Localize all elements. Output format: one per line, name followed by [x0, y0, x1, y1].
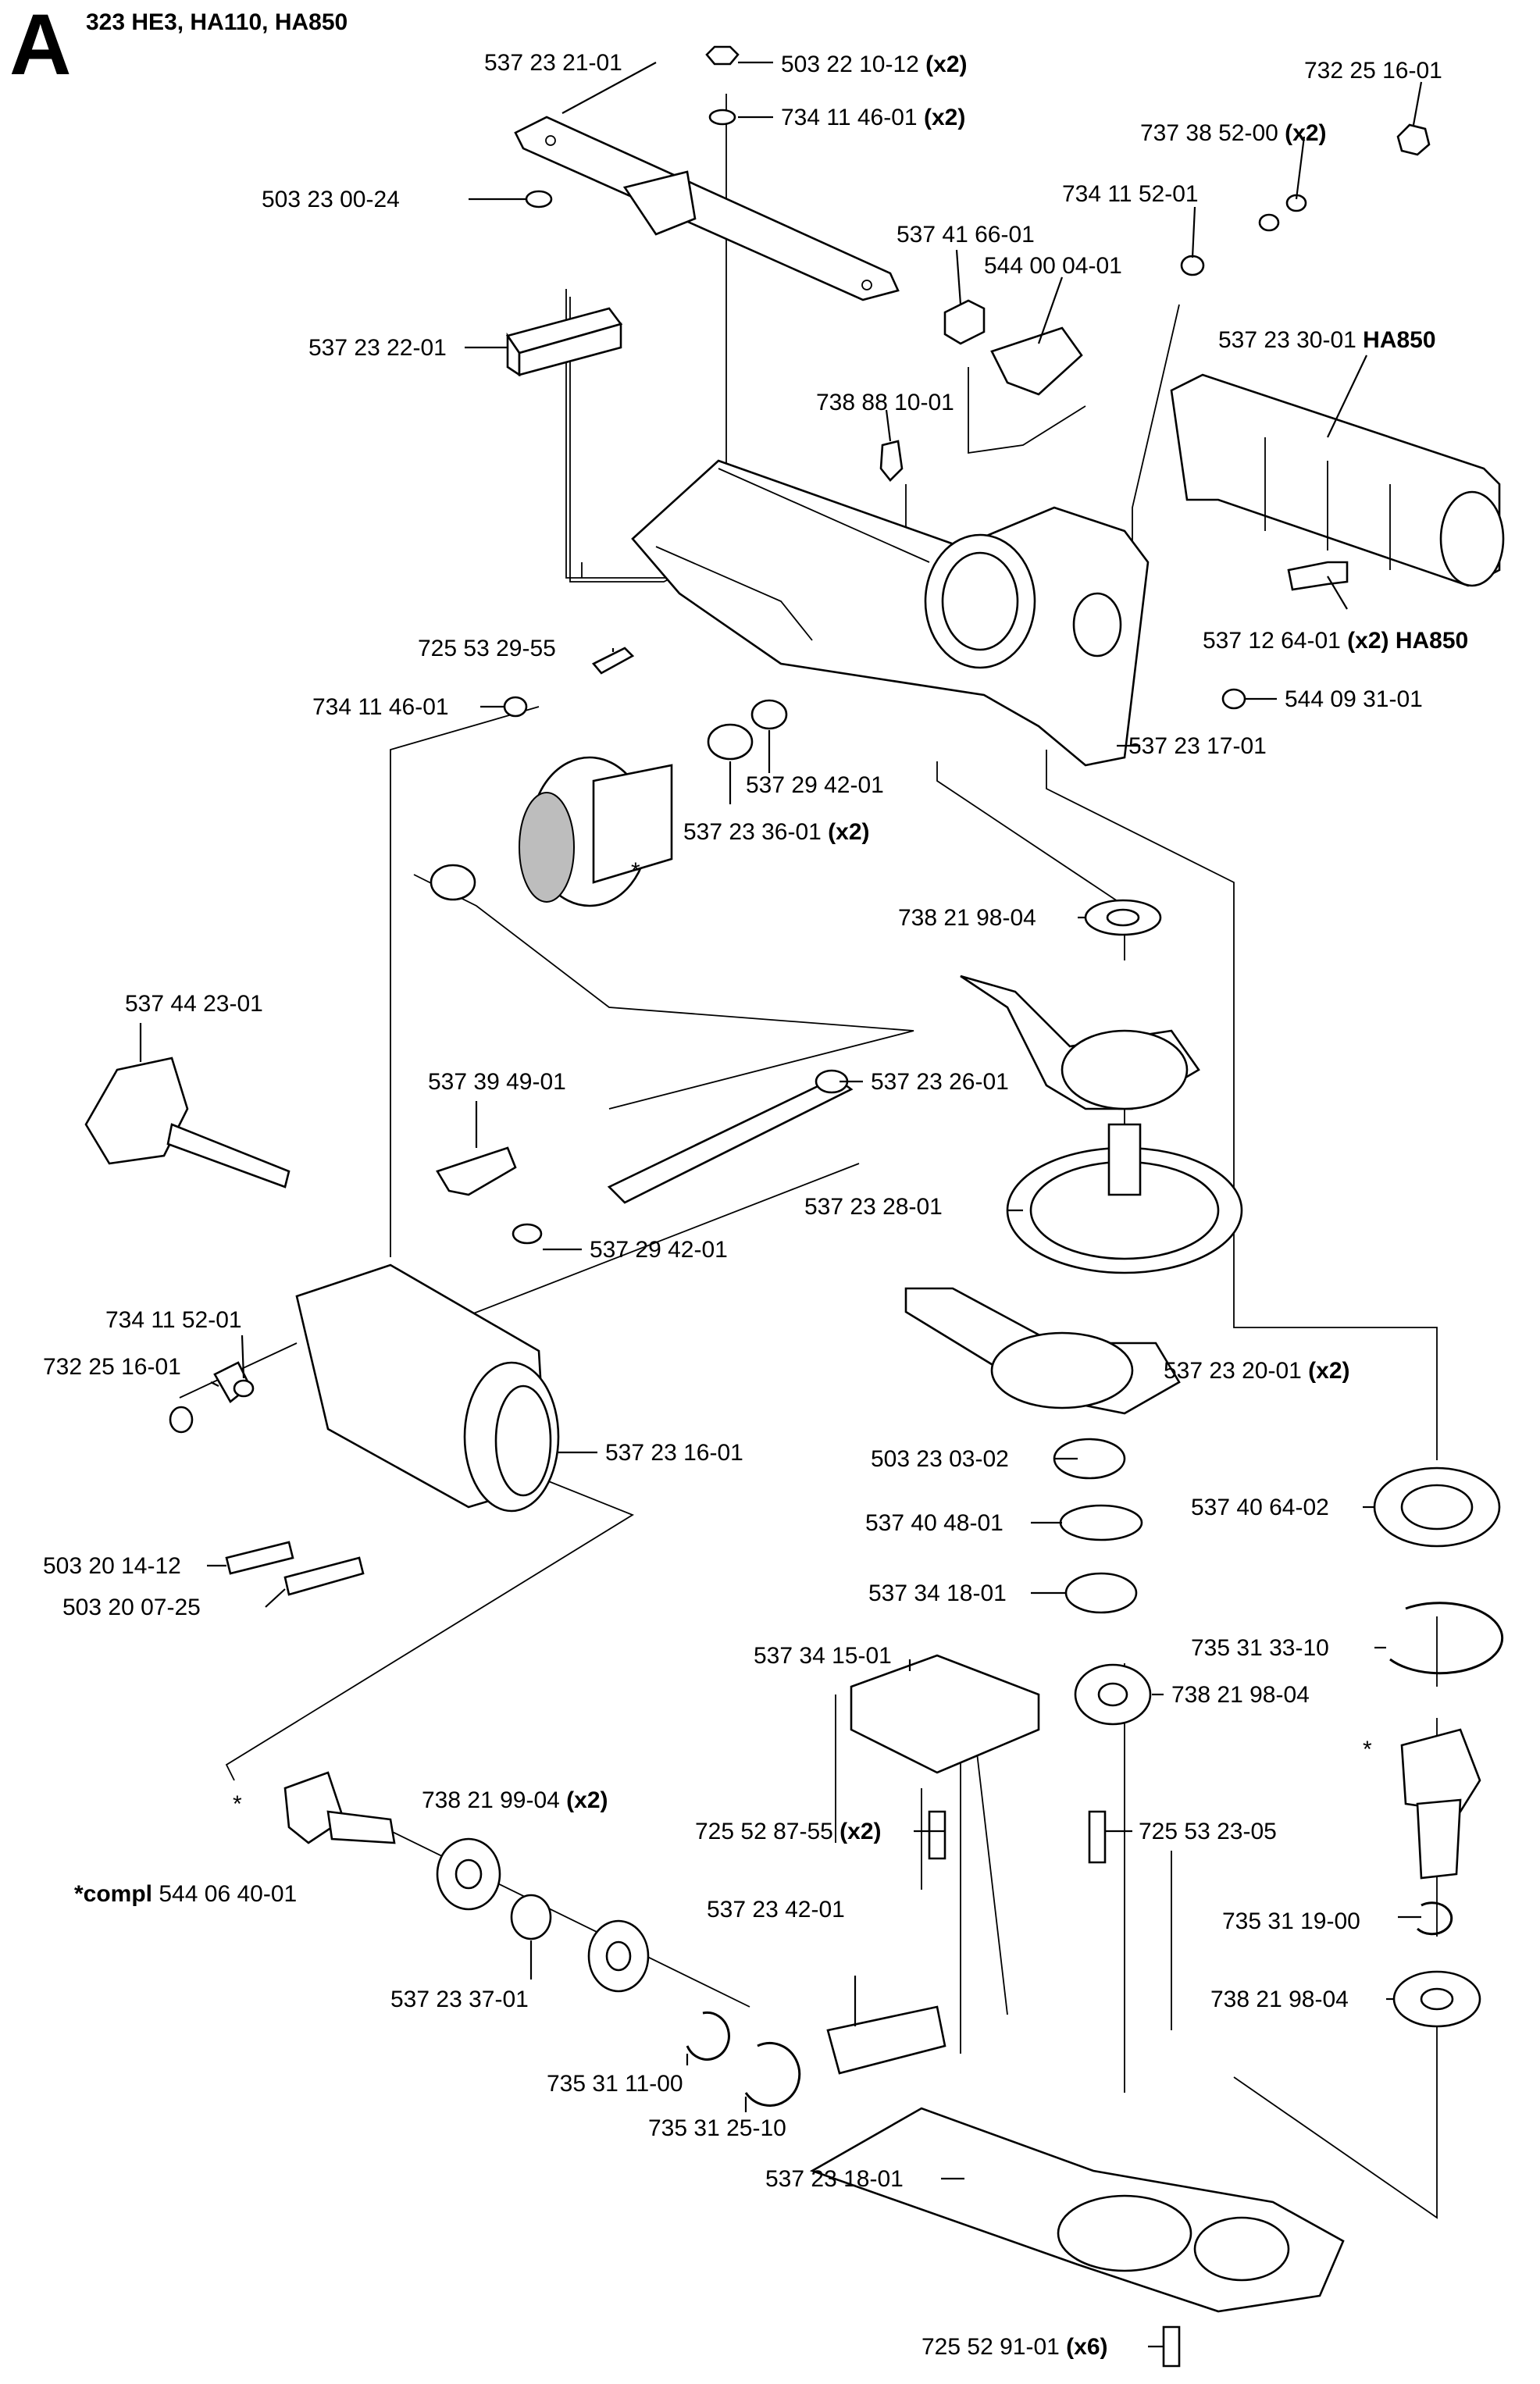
- label-738-88-10-01: 738 88 10-01: [816, 390, 954, 415]
- label-537-23-42-01: 537 23 42-01: [707, 1897, 845, 1923]
- label-503-20-07-25: 503 20 07-25: [62, 1595, 201, 1620]
- label-537-23-17-01: 537 23 17-01: [1128, 733, 1267, 759]
- label-537-23-22-01: 537 23 22-01: [308, 335, 447, 361]
- handle-drawing: [1170, 373, 1501, 587]
- asterisk-bevel-gear: *: [631, 858, 640, 884]
- label-725-53-29-55: 725 53 29-55: [418, 636, 556, 661]
- label-725-53-23-05: 725 53 23-05: [1139, 1819, 1277, 1844]
- label-537-34-15-01: 537 34 15-01: [754, 1643, 892, 1669]
- label-735-31-33-10: 735 31 33-10: [1191, 1635, 1329, 1661]
- circlip-735-31-33-drawing: [1389, 1602, 1504, 1675]
- label-725-52-91-01: 725 52 91-01 (x6): [922, 2334, 1108, 2360]
- circlip-735-31-11-drawing: [686, 2011, 730, 2061]
- label-732-25-16-01: 732 25 16-01: [43, 1354, 181, 1380]
- label-537-23-18-01: 537 23 18-01: [765, 2166, 904, 2192]
- bracket-plate-drawing: [514, 116, 900, 301]
- label-503-23-00-24: 503 23 00-24: [262, 187, 400, 212]
- pinion-right-drawing: [1400, 1728, 1481, 1813]
- circlip-735-31-25-drawing: [744, 2041, 801, 2107]
- label-544-09-31-01: 544 09 31-01: [1285, 686, 1423, 712]
- asterisk-pinion-right: *: [1363, 1737, 1372, 1762]
- label-737-38-52-00: 737 38 52-00 (x2): [1140, 120, 1327, 146]
- section-letter: A: [9, 0, 71, 93]
- label-537-23-26-01: 537 23 26-01: [871, 1069, 1009, 1095]
- label-537-44-23-01: 537 44 23-01: [125, 991, 263, 1017]
- label-544-00-04-01: 544 00 04-01: [984, 253, 1122, 279]
- label-537-23-21-01: 537 23 21-01: [484, 50, 622, 76]
- label-537-40-64-02: 537 40 64-02: [1191, 1495, 1329, 1520]
- spacer-block-drawing: [826, 2005, 946, 2075]
- label-734-11-46-01: 734 11 46-01: [312, 694, 449, 720]
- label-503-23-03-02: 503 23 03-02: [871, 1446, 1009, 1472]
- screw-725-52-87-drawing: [928, 1810, 946, 1860]
- knob-drawing: [84, 1057, 189, 1165]
- label-738-21-98-04-top: 738 21 98-04: [898, 905, 1036, 931]
- circlip-735-31-19-drawing: [1416, 1901, 1453, 1936]
- label-537-23-16-01: 537 23 16-01: [605, 1440, 743, 1466]
- label-537-29-42-01: 537 29 42-01: [590, 1237, 728, 1263]
- plug-drawing: [943, 299, 986, 345]
- label-734-11-52-01-top: 734 11 52-01: [1062, 181, 1199, 207]
- label-735-31-19-00: 735 31 19-00: [1222, 1908, 1360, 1934]
- clip-drawing: [990, 326, 1083, 396]
- label-537-23-28-01: 537 23 28-01: [804, 1194, 943, 1220]
- label-537-34-18-01: 537 34 18-01: [868, 1580, 1007, 1606]
- label-537-12-64-01: 537 12 64-01 (x2) HA850: [1203, 628, 1468, 654]
- cover-plate-drawing: [850, 1654, 1040, 1774]
- label-738-21-99-04: 738 21 99-04 (x2): [422, 1787, 608, 1813]
- label-537-23-37-01: 537 23 37-01: [390, 1987, 529, 2012]
- label-537-29-42-01-top: 537 29 42-01: [746, 772, 884, 798]
- screw-small-drawing: [591, 647, 635, 675]
- nut-right-drawing: [1396, 123, 1431, 156]
- screw-handle-drawing: [1287, 561, 1349, 591]
- label-537-23-20-01: 537 23 20-01 (x2): [1164, 1358, 1350, 1384]
- label-537-23-30-01: 537 23 30-01 HA850: [1218, 327, 1436, 353]
- label-503-22-10-12: 503 22 10-12 (x2): [781, 52, 968, 77]
- label-734-11-52-01: 734 11 52-01: [105, 1307, 242, 1333]
- screw-503-20-07-drawing: [283, 1556, 365, 1596]
- plug-small-drawing: [1221, 688, 1246, 710]
- label-537-23-36-01: 537 23 36-01 (x2): [683, 819, 870, 845]
- label-503-20-14-12: 503 20 14-12: [43, 1553, 181, 1579]
- label-735-31-11-00: 735 31 11-00: [547, 2071, 683, 2097]
- shaft-drawing: [607, 1076, 854, 1204]
- label-738-21-98-04-low: 738 21 98-04: [1210, 1987, 1349, 2012]
- asterisk-pinion-left: *: [233, 1791, 242, 1817]
- part-labels: 537 23 21-01 503 22 10-12 (x2) 734 11 46…: [43, 50, 1468, 2360]
- screw-725-52-91-drawing: [1162, 2325, 1181, 2368]
- grease-nipple-drawing: [879, 440, 904, 482]
- label-544-06-40-01: *compl 544 06 40-01: [74, 1881, 297, 1907]
- wedge-drawing: [436, 1146, 517, 1196]
- label-735-31-25-10: 735 31 25-10: [648, 2115, 786, 2141]
- part-drawings: [84, 45, 1505, 2368]
- label-734-11-46-01-x2: 734 11 46-01 (x2): [781, 105, 965, 130]
- screw-725-53-23-drawing: [1088, 1810, 1107, 1864]
- screw-503-20-14-drawing: [225, 1541, 294, 1575]
- label-732-25-16-01-top: 732 25 16-01: [1304, 58, 1442, 84]
- model-list: 323 HE3, HA110, HA850: [86, 9, 348, 35]
- label-537-41-66-01: 537 41 66-01: [897, 222, 1035, 248]
- washer-537-40-48-drawing: [1059, 1504, 1143, 1541]
- label-725-52-87-55: 725 52 87-55 (x2): [695, 1819, 882, 1844]
- label-738-21-98-04-mid: 738 21 98-04: [1171, 1682, 1310, 1708]
- nut-top-drawing: [705, 45, 740, 66]
- label-537-40-48-01: 537 40 48-01: [865, 1510, 1003, 1536]
- leader-lines: [139, 61, 1423, 2348]
- gear-housing-drawing: [631, 459, 1150, 767]
- washer-537-34-18-drawing: [1064, 1572, 1138, 1614]
- label-537-39-49-01: 537 39 49-01: [428, 1069, 566, 1095]
